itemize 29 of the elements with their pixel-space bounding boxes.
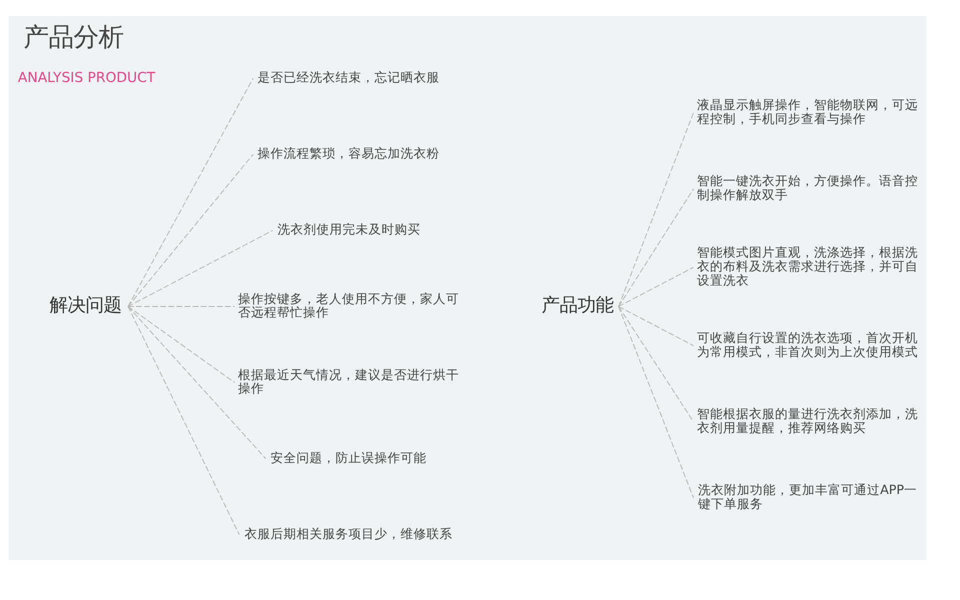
node-text: 操作按键多，老人使用不方便，家人可否远程帮忙操作 <box>238 290 460 320</box>
node-text: 根据最近天气情况，建议是否进行烘干操作 <box>238 366 460 396</box>
connector <box>618 266 694 306</box>
node-text: 智能模式图片直观，洗涤选择，根据洗衣的布料及洗衣需求进行选择，并可自设置洗衣 <box>696 244 918 287</box>
connector <box>128 77 254 306</box>
node-text: 洗衣附加功能，更加丰富可通过APP一键下单服务 <box>698 482 918 510</box>
connector <box>128 153 254 306</box>
connector <box>618 306 694 346</box>
connector <box>128 229 274 306</box>
connector <box>128 306 266 459</box>
node-text: 洗衣剂使用完未及时购买 <box>277 221 420 236</box>
node-text: 智能根据衣服的量进行洗衣剂添加，洗衣剂用量提醒，推荐网络购买 <box>696 406 918 434</box>
node-text: 衣服后期相关服务项目少，维修联系 <box>244 525 452 540</box>
node-text: 产品功能 <box>541 294 614 316</box>
node-text: 操作流程繁琐，容易忘加洗衣粉 <box>258 145 440 160</box>
connector <box>618 188 694 306</box>
node-text: 智能一键洗衣开始，方便操作。语音控制操作解放双手 <box>696 172 918 202</box>
connector <box>128 306 236 383</box>
connector <box>618 306 694 422</box>
node-text: 液晶显示触屏操作，智能物联网，可远程控制，手机同步查看与操作 <box>696 96 918 126</box>
connector <box>618 112 694 306</box>
node-text: 可收藏自行设置的洗衣选项，首次开机为常用模式，非首次则为上次使用模式 <box>696 330 918 358</box>
node-text: 解决问题 <box>50 294 122 316</box>
node-text: 安全问题，防止误操作可能 <box>270 449 426 464</box>
node-text: 是否已经洗衣结束，忘记晒衣服 <box>258 68 440 84</box>
connector <box>618 306 694 498</box>
connector <box>128 306 240 535</box>
diagram-title: 产品分析 <box>23 21 124 52</box>
label: ANALYSIS PRODUCT <box>18 69 156 86</box>
